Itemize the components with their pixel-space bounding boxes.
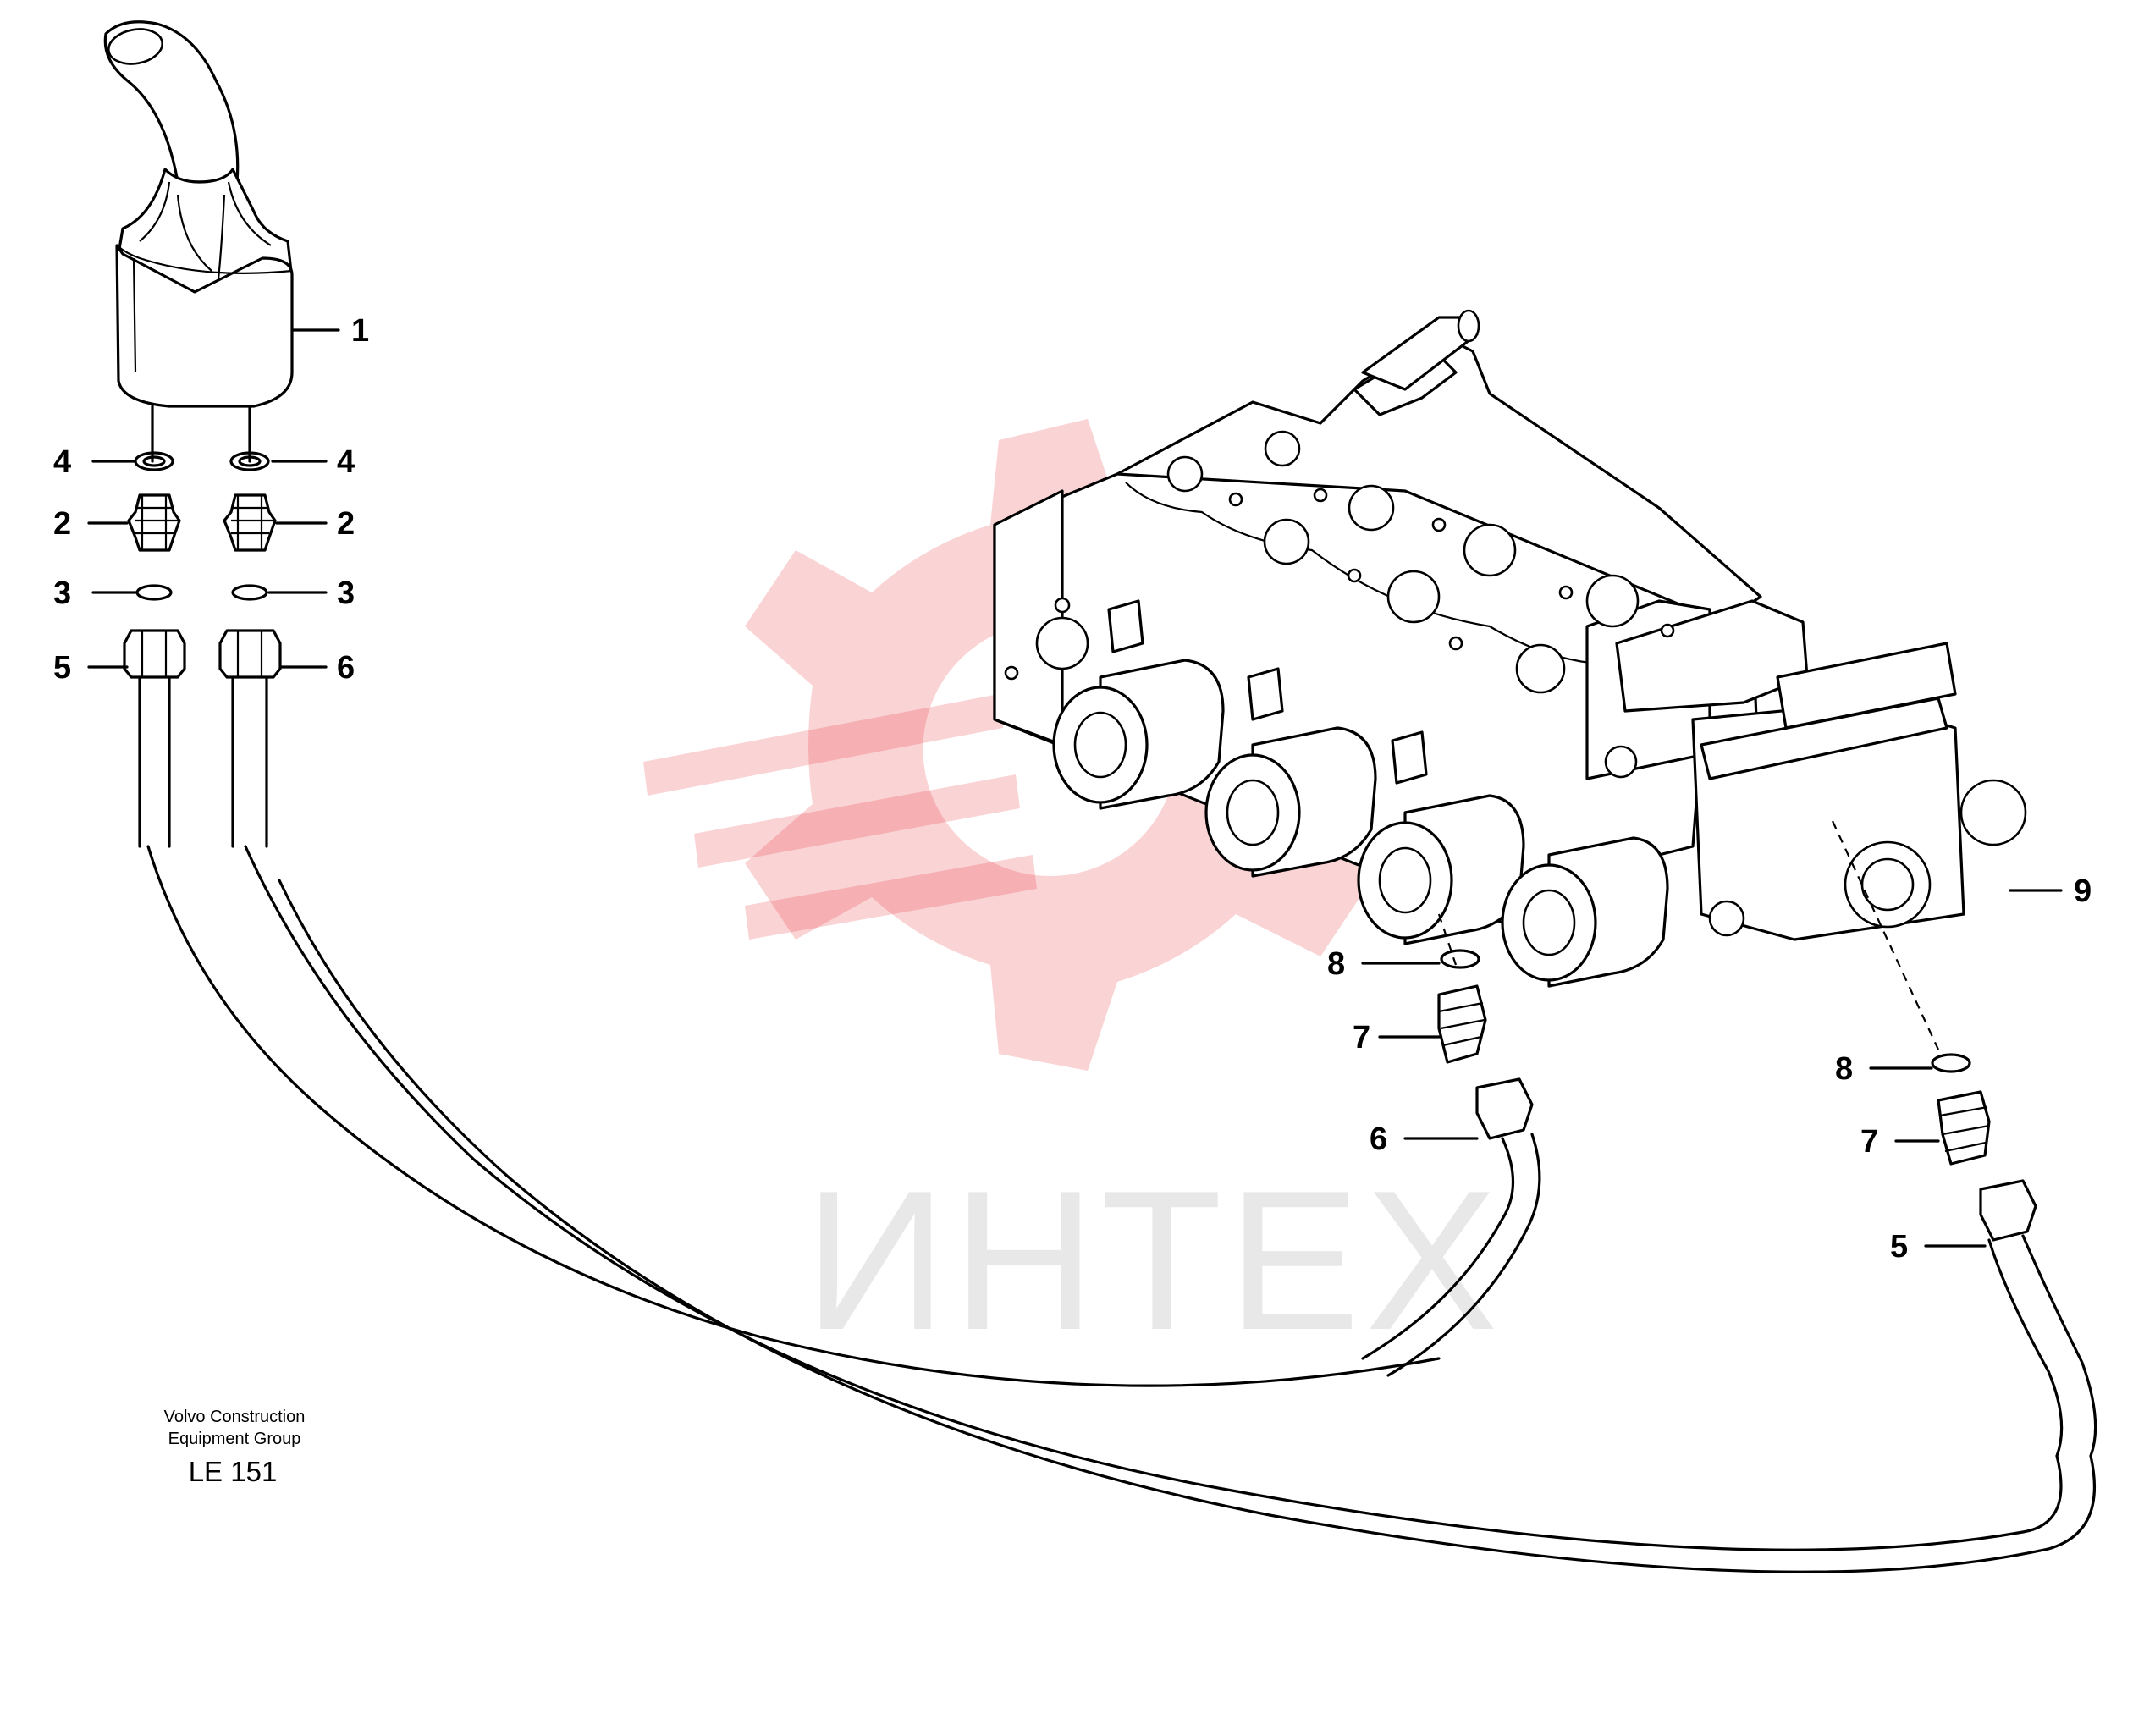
- callout-7-middle: 7: [1353, 1020, 1370, 1055]
- callout-5-left: 5: [53, 650, 71, 686]
- callout-8-middle: 8: [1327, 946, 1345, 982]
- callout-2-right: 2: [337, 506, 355, 542]
- watermark-text: ИНТЕХ: [804, 1149, 1503, 1371]
- callout-7-far: 7: [1860, 1124, 1878, 1160]
- drawing-code: LE 151: [189, 1456, 278, 1487]
- callout-4-left: 4: [53, 444, 71, 480]
- callout-6-right: 6: [337, 650, 355, 686]
- spool-cap-3: [1357, 794, 1525, 945]
- callout-4-right: 4: [337, 444, 355, 480]
- callout-leaders: [87, 328, 2063, 1248]
- control-lever: [103, 20, 294, 463]
- callout-9-valve: 9: [2074, 874, 2092, 909]
- spool-cap-1: [1052, 659, 1225, 810]
- callout-3-left: 3: [53, 576, 71, 611]
- callout-3-right: 3: [337, 576, 355, 611]
- credit-line-1: Volvo Construction: [164, 1408, 306, 1426]
- callout-8-far: 8: [1835, 1051, 1853, 1087]
- credit-line-2: Equipment Group: [168, 1430, 301, 1448]
- callout-1-lever: 1: [351, 313, 369, 349]
- left-fitting-stack: [123, 451, 1441, 1387]
- callout-2-left: 2: [53, 506, 71, 542]
- pilot-line-middle: [1361, 913, 1541, 1377]
- callout-5-far: 5: [1890, 1229, 1908, 1265]
- pilot-line-far: [1832, 820, 2097, 1458]
- spool-cap-2: [1204, 726, 1377, 878]
- control-valve-block: [993, 309, 2027, 988]
- callout-6-middle: 6: [1370, 1122, 1387, 1157]
- right-fitting-stack: [218, 451, 2097, 1573]
- spool-cap-4: [1501, 836, 1669, 988]
